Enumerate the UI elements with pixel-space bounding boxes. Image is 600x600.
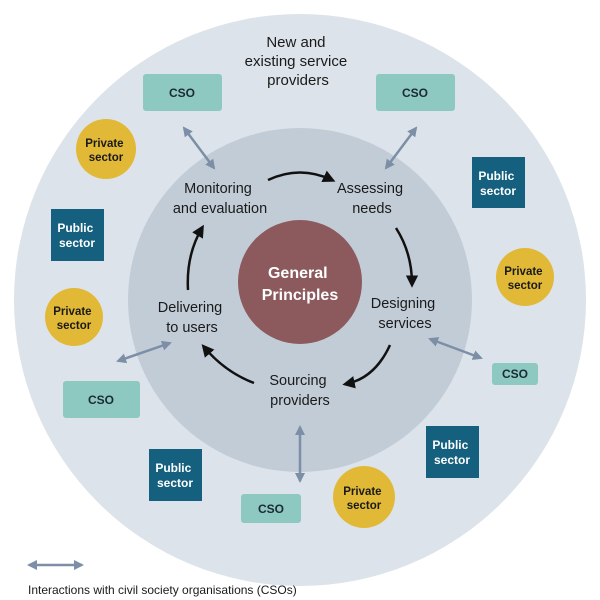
stage-assessing: Assessing needs — [337, 181, 407, 217]
svg-text:Public sector: Public sector — [478, 169, 517, 198]
cycle-arrows — [186, 170, 419, 389]
svg-text:Private sector: Private sector — [85, 138, 127, 164]
public-sector-box-3: Public sector — [426, 426, 479, 478]
svg-text:Public sector: Public sector — [432, 438, 471, 467]
cso-interaction-arrows — [116, 126, 483, 483]
arrow-sourcing-to-delivering — [201, 344, 255, 385]
private-sector-circle-3: Private sector — [45, 288, 103, 346]
public-sector-box-1: Public sector — [472, 157, 525, 208]
outer-title: New and existing service providers — [245, 34, 352, 89]
cso-box-top-left: CSO — [143, 74, 222, 111]
svg-text:Public sector: Public sector — [57, 221, 96, 250]
center-circle — [238, 220, 362, 344]
cso-box-left: CSO — [63, 381, 140, 418]
svg-text:CSO: CSO — [258, 502, 284, 516]
arrow-monitoring-to-assessing — [267, 170, 336, 182]
svg-text:Public sector: Public sector — [155, 461, 194, 490]
private-sector-circle-1: Private sector — [76, 119, 136, 179]
svg-text:CSO: CSO — [402, 86, 428, 100]
stage-delivering: Delivering to users — [158, 300, 227, 336]
stage-sourcing: Sourcing providers — [269, 373, 330, 409]
arrow-assessing-to-designing — [394, 227, 419, 288]
legend-label: Interactions with civil society organisa… — [28, 583, 297, 597]
cso-box-right: CSO — [492, 363, 538, 385]
arrow-designing-to-sourcing — [342, 344, 392, 389]
svg-text:CSO: CSO — [88, 393, 114, 407]
cso-arrow-left — [116, 340, 172, 364]
arrow-delivering-to-monitoring — [186, 224, 204, 291]
cso-arrow-right — [428, 337, 483, 360]
svg-text:Private sector: Private sector — [53, 306, 95, 332]
center-label: General Principles — [262, 265, 339, 304]
cso-arrow-top-right — [384, 126, 418, 170]
stage-monitoring: Monitoring and evaluation — [173, 181, 267, 217]
stage-designing: Designing services — [371, 296, 440, 332]
svg-text:CSO: CSO — [502, 367, 528, 381]
public-sector-box-2: Public sector — [51, 209, 104, 261]
public-sector-box-4: Public sector — [149, 449, 202, 501]
cso-box-bottom: CSO — [241, 494, 301, 523]
cso-arrow-top-left — [182, 126, 216, 170]
svg-text:CSO: CSO — [169, 86, 195, 100]
private-sector-circle-2: Private sector — [496, 248, 554, 306]
cso-box-top-right: CSO — [376, 74, 455, 111]
private-sector-circle-4: Private sector — [333, 466, 395, 528]
svg-text:Private sector: Private sector — [343, 486, 385, 512]
svg-text:Private sector: Private sector — [504, 266, 546, 292]
